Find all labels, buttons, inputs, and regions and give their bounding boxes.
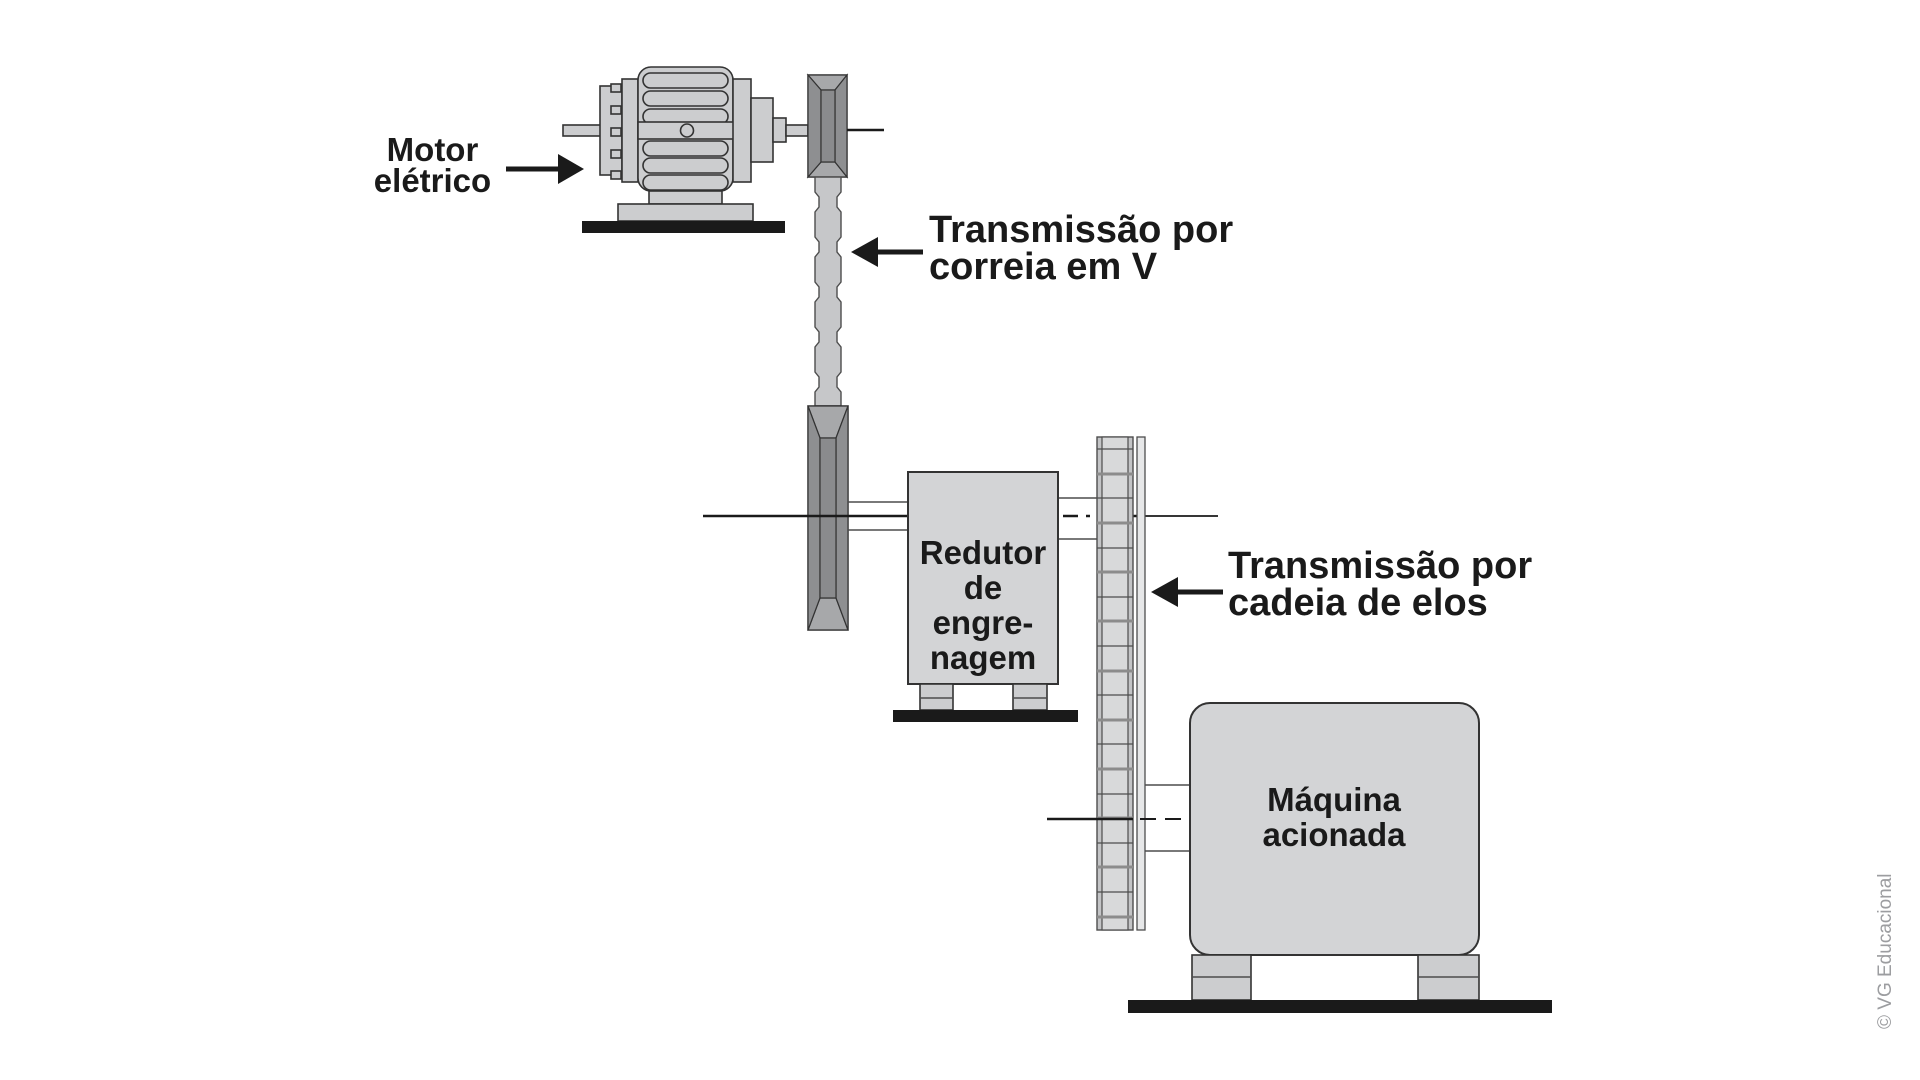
copyright-credit: © VG Educacional [1875,873,1896,1029]
reducer-label-line4: nagem [929,639,1037,676]
chain-drive [1096,436,1146,931]
motor-pulley [806,73,884,179]
driven-machine [1128,702,1552,1013]
v-belt [814,176,842,407]
motor-fin [642,174,729,191]
motor-bolt-tab [610,105,622,115]
motor-rear-flange [621,78,639,183]
driven-pulley-left-flange [807,405,821,631]
machine-label-line2: acionada [1262,816,1406,853]
motor-bolt-tab [610,83,622,93]
reducer-foundation [893,710,1078,722]
chain-label: Transmissão por cadeia de elos [1228,545,1533,624]
electric-motor [562,66,809,233]
motor-pulley-right-flange [834,73,848,179]
machine-foundation [1128,1000,1552,1013]
reducer-foot [1012,683,1048,711]
machine-label: Máquina acionada [1234,782,1434,852]
motor-fin [642,72,729,89]
v-belt-label-line1: Transmissão por [929,209,1234,251]
motor-front-flange [732,78,752,183]
motor-arrow-head [558,154,584,184]
motor-label: Motor elétrico [340,131,525,199]
motor-pulley-left-flange [807,73,822,179]
belt-arrow-head [851,237,878,267]
motor-bolt-tab [610,149,622,159]
driven-pulley-right-flange [835,405,849,631]
callout-arrows [506,154,1223,607]
chain-arrow-head [1151,577,1178,607]
motor-rear-shaft [562,124,604,137]
motor-fin [642,157,729,174]
motor-shaft-step [772,117,787,143]
reducer-foot [919,683,954,711]
motor-foundation [582,221,785,233]
reducer-housing [907,471,1059,685]
sprocket-disc-edge [1136,436,1146,931]
chain-links [1101,436,1129,931]
motor-pedestal [648,190,723,205]
motor-front-shaft [785,124,809,137]
motor-bolt-tab [610,170,622,180]
chain-label-line1: Transmissão por [1228,545,1533,587]
driven-pulley [807,405,849,631]
motor-pulley-groove [820,89,836,163]
motor-eyebolt-hole [679,123,695,138]
motor-fin [642,90,729,107]
reducer-label-line3: engre- [932,604,1034,641]
chain-label-line2: cadeia de elos [1228,582,1488,624]
motor-base-plate [617,203,754,222]
reducer-label: Redutor de engre- nagem [908,535,1058,675]
motor-label-line1: Motor [386,131,479,168]
driven-pulley-groove [819,437,837,599]
motor-bolt-tab [610,127,622,137]
motor-front-cap [750,97,774,163]
motor-fin [642,140,729,157]
machine-housing [1189,702,1480,956]
reducer-label-line1: Redutor [919,534,1047,571]
gear-reducer [893,471,1078,722]
v-belt-label-line2: correia em V [929,246,1158,288]
v-belt-label: Transmissão por correia em V [929,209,1234,288]
machine-label-line1: Máquina [1267,781,1401,818]
motor-label-line2: elétrico [373,162,492,199]
reducer-label-line2: de [963,569,1003,606]
